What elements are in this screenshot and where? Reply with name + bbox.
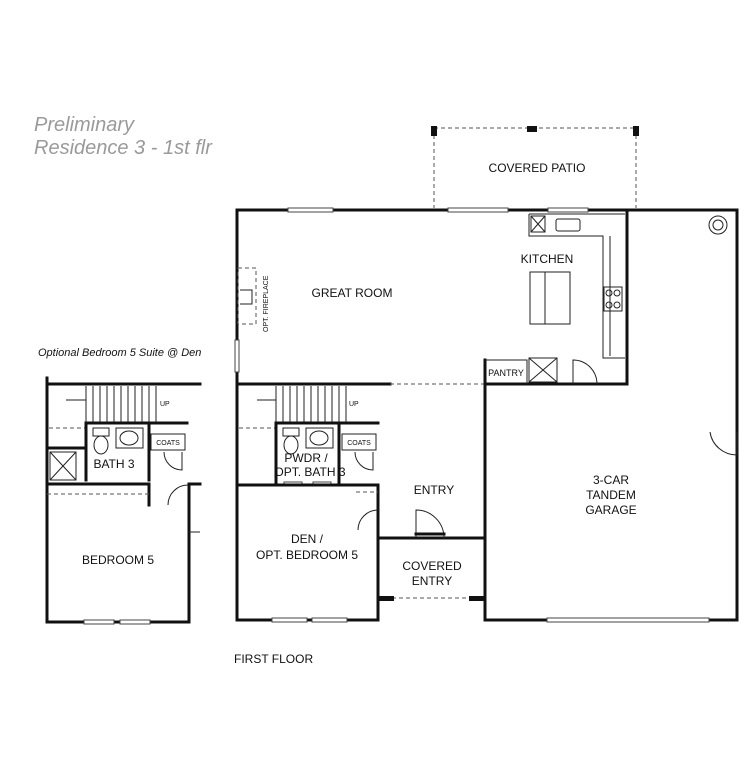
- main-house-walls: [235, 207, 739, 623]
- title-residence: Residence 3 - 1st flr: [34, 137, 213, 159]
- entry: ENTRY: [376, 483, 487, 540]
- kitchen-area: KITCHEN: [521, 208, 728, 386]
- pantry: PANTRY: [483, 357, 629, 622]
- range-icon: [603, 286, 623, 312]
- window: [547, 207, 589, 213]
- covered-patio: COVERED PATIO: [431, 126, 639, 208]
- stairs-up-label: UP: [349, 401, 359, 408]
- first-floor-label: FIRST FLOOR: [234, 652, 313, 666]
- water-heater-icon: [708, 215, 728, 235]
- den-label-2: OPT. BEDROOM 5: [256, 548, 358, 562]
- optional-suite-caption: Optional Bedroom 5 Suite @ Den: [38, 347, 201, 359]
- suite-up-label: UP: [160, 401, 170, 408]
- window: [287, 207, 334, 213]
- stairs-powder: UP COATS PWDR / OPT. BATH 3: [239, 386, 380, 487]
- window: [447, 207, 509, 213]
- great-room: OPT. FIREPLACE GREAT ROOM: [234, 267, 485, 386]
- title-preliminary: Preliminary: [34, 114, 135, 136]
- garage-label-1: 3-CAR: [593, 473, 629, 487]
- bath3-label: BATH 3: [93, 457, 134, 471]
- covered-entry-label-1: COVERED: [402, 559, 462, 573]
- kitchen-label: KITCHEN: [521, 252, 574, 266]
- garage: 3-CAR TANDEM GARAGE: [585, 431, 738, 517]
- kitchen-island: [529, 271, 571, 325]
- covered-entry-label-2: ENTRY: [412, 574, 452, 588]
- garage-label-3: GARAGE: [585, 503, 636, 517]
- great-room-label: GREAT ROOM: [312, 286, 393, 300]
- pwdr-label-1: PWDR /: [284, 451, 328, 465]
- pwdr-label-2: OPT. BATH 3: [274, 465, 345, 479]
- window: [311, 617, 348, 623]
- coats-label: COATS: [347, 440, 371, 447]
- den-label-1: DEN /: [291, 532, 324, 546]
- fireplace-icon: [237, 267, 257, 325]
- window: [271, 617, 308, 623]
- optional-suite-plan: UP COATS BATH 3 BEDROOM 5: [45, 376, 202, 625]
- garage-label-2: TANDEM: [586, 488, 636, 502]
- covered-entry: COVERED ENTRY: [378, 559, 485, 601]
- bedroom5-label: BEDROOM 5: [82, 553, 154, 567]
- suite-coats-label: COATS: [156, 440, 180, 447]
- den: DEN / OPT. BEDROOM 5: [235, 483, 380, 622]
- garage-door: [546, 617, 710, 623]
- covered-patio-label: COVERED PATIO: [489, 161, 586, 175]
- pantry-label: PANTRY: [488, 368, 524, 378]
- entry-label: ENTRY: [414, 483, 454, 497]
- opt-fireplace-label: OPT. FIREPLACE: [263, 275, 270, 332]
